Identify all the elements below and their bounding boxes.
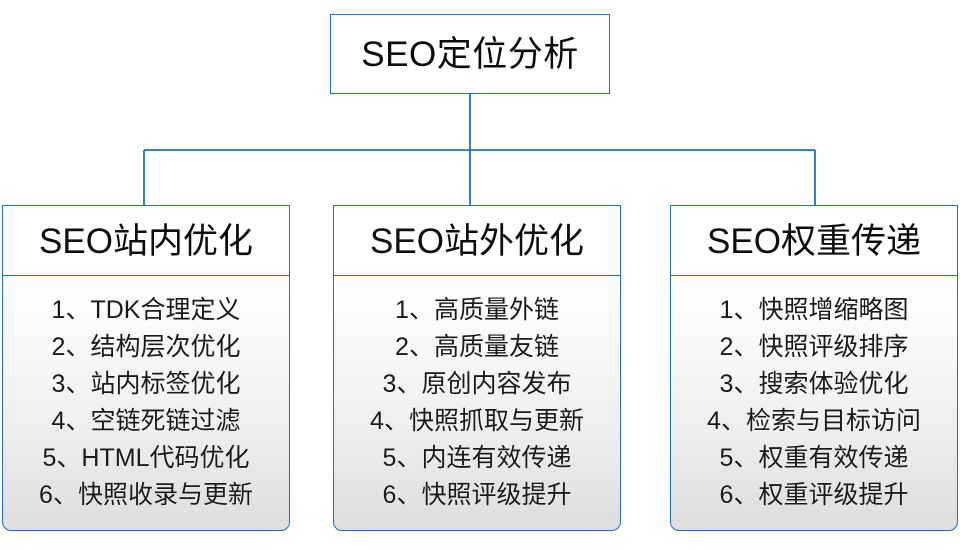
list-item: 5、内连有效传递 — [382, 444, 572, 473]
list-item: 4、快照抓取与更新 — [370, 407, 584, 436]
list-item: 3、原创内容发布 — [382, 370, 572, 399]
branch-header-3[interactable]: SEO权重传递 — [670, 205, 958, 277]
list-item: 3、站内标签优化 — [51, 370, 241, 399]
branch-2-item-list: 1、高质量外链 2、高质量友链 3、原创内容发布 4、快照抓取与更新 5、内连有… — [334, 292, 620, 514]
root-node[interactable]: SEO定位分析 — [330, 14, 610, 94]
list-item: 3、搜索体验优化 — [719, 370, 909, 399]
branch-header-1[interactable]: SEO站内优化 — [2, 205, 290, 277]
branch-3-item-list: 1、快照增缩略图 2、快照评级排序 3、搜索体验优化 4、检索与目标访问 5、权… — [671, 292, 957, 514]
list-item: 6、权重评级提升 — [719, 481, 909, 510]
branch-header-3-label: SEO权重传递 — [707, 221, 921, 261]
branch-group-1: SEO站内优化 1、TDK合理定义 2、结构层次优化 3、站内标签优化 4、空链… — [2, 205, 290, 532]
list-item: 6、快照评级提升 — [382, 481, 572, 510]
list-item: 5、权重有效传递 — [719, 444, 909, 473]
branch-group-3: SEO权重传递 1、快照增缩略图 2、快照评级排序 3、搜索体验优化 4、检索与… — [670, 205, 958, 532]
list-item: 2、结构层次优化 — [51, 333, 241, 362]
branch-panel-2: 1、高质量外链 2、高质量友链 3、原创内容发布 4、快照抓取与更新 5、内连有… — [333, 275, 621, 532]
branch-header-1-label: SEO站内优化 — [39, 221, 253, 261]
branch-panel-3: 1、快照增缩略图 2、快照评级排序 3、搜索体验优化 4、检索与目标访问 5、权… — [670, 275, 958, 532]
list-item: 2、高质量友链 — [395, 333, 559, 362]
branch-1-item-list: 1、TDK合理定义 2、结构层次优化 3、站内标签优化 4、空链死链过滤 5、H… — [3, 292, 289, 514]
list-item: 1、高质量外链 — [395, 296, 559, 325]
list-item: 4、检索与目标访问 — [707, 407, 921, 436]
list-item: 6、快照收录与更新 — [39, 481, 253, 510]
list-item: 1、快照增缩略图 — [719, 296, 909, 325]
list-item: 5、HTML代码优化 — [42, 444, 250, 473]
root-node-label: SEO定位分析 — [361, 34, 579, 74]
branch-group-2: SEO站外优化 1、高质量外链 2、高质量友链 3、原创内容发布 4、快照抓取与… — [333, 205, 621, 532]
branch-header-2-label: SEO站外优化 — [370, 221, 584, 261]
branch-header-2[interactable]: SEO站外优化 — [333, 205, 621, 277]
list-item: 2、快照评级排序 — [719, 333, 909, 362]
list-item: 4、空链死链过滤 — [51, 407, 241, 436]
branch-panel-1: 1、TDK合理定义 2、结构层次优化 3、站内标签优化 4、空链死链过滤 5、H… — [2, 275, 290, 532]
list-item: 1、TDK合理定义 — [51, 296, 241, 325]
